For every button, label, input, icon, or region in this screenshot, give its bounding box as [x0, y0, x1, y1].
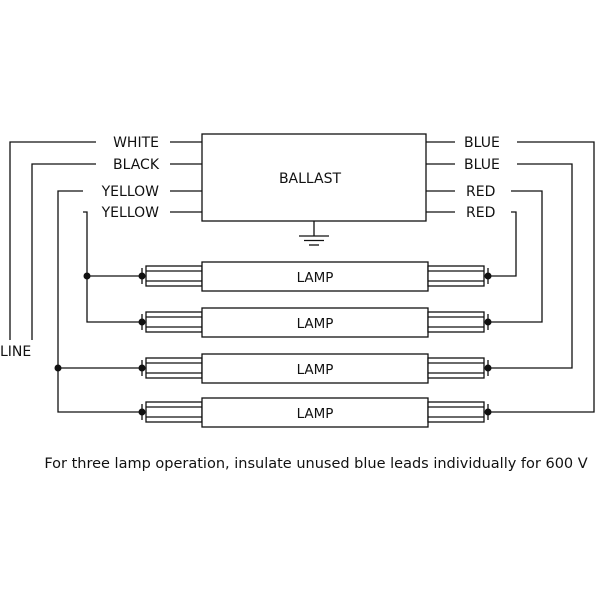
wire-black-line — [31, 163, 96, 340]
lamp-4-label: LAMP — [297, 406, 334, 422]
junction-dot — [83, 272, 91, 280]
lamp-4: LAMP — [141, 397, 489, 428]
junction-dot — [138, 318, 146, 326]
lead-label-red-1: RED — [466, 184, 495, 200]
wire-yellow-1-lamps — [57, 190, 142, 413]
lamp-1-label: LAMP — [297, 270, 334, 286]
junction-dot — [484, 318, 492, 326]
wire-blue-1-lamp — [488, 141, 595, 413]
junction-dot — [138, 364, 146, 372]
wire-red-2-lamp — [488, 211, 517, 277]
lead-label-red-2: RED — [466, 205, 495, 221]
caption: For three lamp operation, insulate unuse… — [44, 456, 587, 472]
lead-label-yellow-2: YELLOW — [101, 205, 160, 221]
ballast-label: BALLAST — [279, 171, 342, 187]
junction-dot — [54, 364, 62, 372]
lead-label-black: BLACK — [113, 157, 160, 173]
wire-red-1-lamp — [488, 190, 543, 323]
lamp-2: LAMP — [141, 307, 489, 338]
wire-white-line — [9, 141, 96, 340]
lamp-3: LAMP — [141, 353, 489, 384]
lamp-2-label: LAMP — [297, 316, 334, 332]
lead-label-yellow-1: YELLOW — [101, 184, 160, 200]
lamp-1: LAMP — [141, 261, 489, 292]
lead-label-blue-2: BLUE — [464, 157, 500, 173]
lead-label-blue-1: BLUE — [464, 135, 500, 151]
junction-dot — [138, 272, 146, 280]
ground-icon — [299, 221, 329, 246]
junction-dot — [484, 408, 492, 416]
lead-label-white: WHITE — [113, 135, 159, 151]
junction-dot — [138, 408, 146, 416]
lamp-3-label: LAMP — [297, 362, 334, 378]
line-label: LINE — [0, 344, 31, 360]
junction-dot — [484, 364, 492, 372]
wire-yellow-2-lamps — [83, 211, 142, 323]
junction-dot — [484, 272, 492, 280]
wire-blue-2-lamp — [488, 163, 573, 369]
ballast-box — [201, 133, 427, 222]
